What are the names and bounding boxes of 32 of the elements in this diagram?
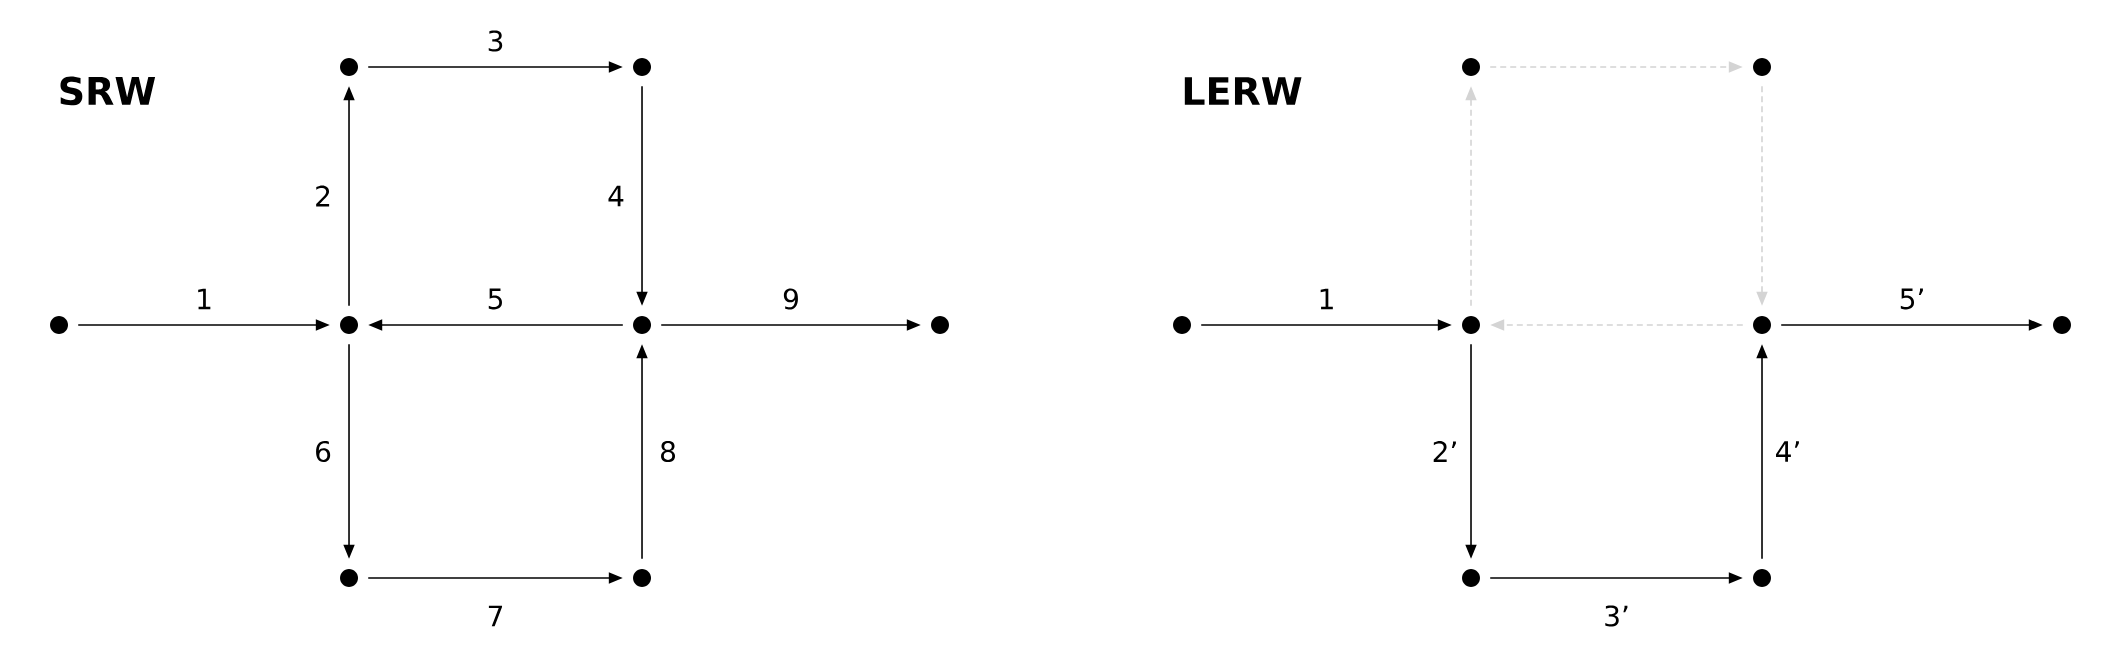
- edge-label: 5: [488, 288, 502, 310]
- edge-label: 1: [198, 288, 211, 310]
- panel-title: LERW: [1184, 77, 1302, 105]
- dot: [1753, 58, 1771, 76]
- dot: [2053, 316, 2071, 334]
- dot: [1753, 569, 1771, 587]
- dot: [50, 316, 68, 334]
- edge-label: 3’: [1605, 605, 1628, 627]
- edge-label: 7: [488, 605, 503, 627]
- dot: [633, 58, 651, 76]
- dot: [1462, 316, 1480, 334]
- edge-label: 6: [316, 440, 331, 463]
- edge-label: 2: [316, 185, 330, 207]
- dot: [1753, 316, 1771, 334]
- dot: [1462, 569, 1480, 587]
- edge-label: 1: [1320, 288, 1333, 310]
- edge-label: 9: [783, 288, 798, 310]
- edge-label: 5’: [1900, 288, 1923, 310]
- dot: [633, 316, 651, 334]
- dot: [340, 316, 358, 334]
- dot: [1173, 316, 1191, 334]
- dot: [340, 58, 358, 76]
- dot: [633, 569, 651, 587]
- dot: [931, 316, 949, 334]
- edge-label: 4: [608, 185, 624, 207]
- edge-label: 2’: [1433, 441, 1456, 462]
- panel-title: SRW: [60, 76, 156, 106]
- edge-label: 4’: [1776, 441, 1799, 462]
- edge-label: 8: [661, 440, 675, 463]
- edge-label: 3: [488, 30, 503, 52]
- dot: [340, 569, 358, 587]
- dot: [1462, 58, 1480, 76]
